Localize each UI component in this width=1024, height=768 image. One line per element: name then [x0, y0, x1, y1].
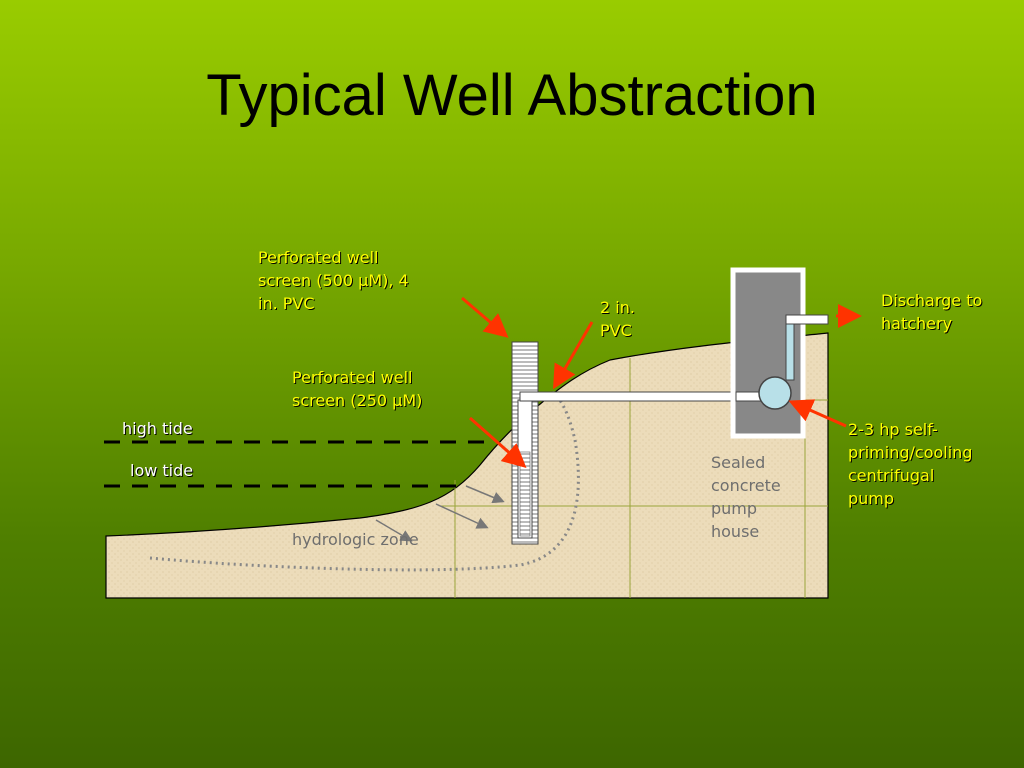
label-pump-house: Sealed concrete pump house [711, 453, 781, 541]
red-pointers [461, 296, 862, 468]
arrow-pump [788, 399, 847, 428]
arrow-screen-500 [461, 296, 509, 338]
label-screen-250um: Perforated well screen (250 µM) [292, 368, 423, 410]
label-pvc-2in: 2 in. PVC [600, 298, 635, 340]
hydrologic-zone-boundary [149, 390, 580, 572]
label-pump: 2-3 hp self- priming/cooling centrifugal… [848, 420, 973, 508]
arrow-pvc-2in [552, 321, 594, 390]
label-low-tide: low tide [130, 461, 194, 480]
label-hydrologic-zone: hydrologic zone [292, 530, 419, 549]
arrow-screen-250 [469, 416, 527, 468]
label-discharge: Discharge to hatchery [881, 291, 983, 333]
slide-title: Typical Well Abstraction [206, 63, 818, 128]
pvc-pipe-2in [519, 391, 739, 402]
label-screen-500um: Perforated well screen (500 µM), 4 in. P… [258, 248, 409, 313]
flow-arrows [375, 485, 505, 542]
discharge-riser [785, 319, 795, 381]
discharge-pipe [785, 314, 829, 325]
label-high-tide: high tide [122, 419, 193, 438]
centrifugal-pump [758, 376, 792, 410]
